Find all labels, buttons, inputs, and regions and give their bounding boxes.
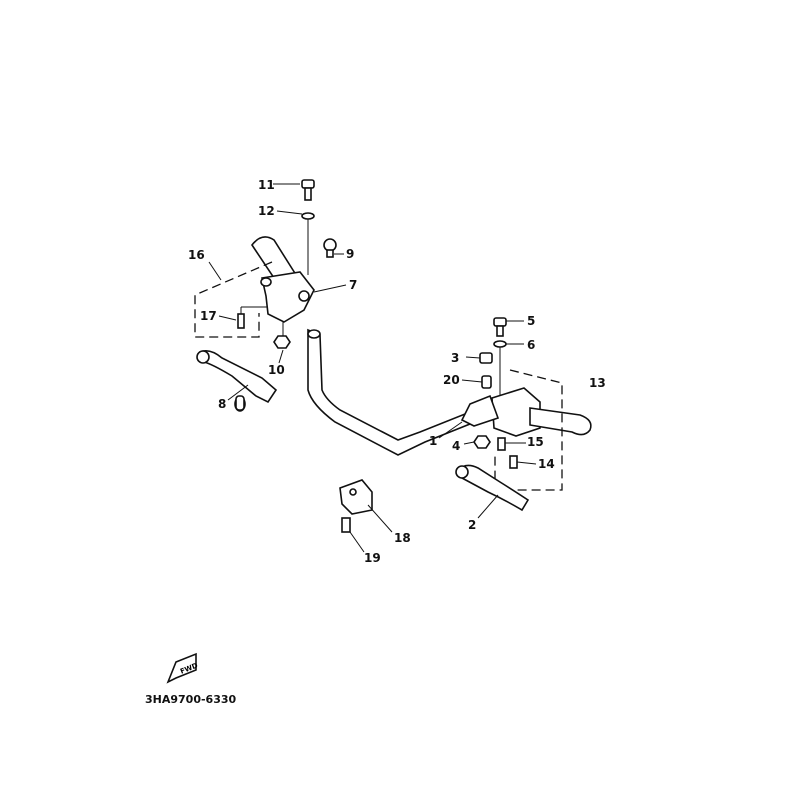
bolt-9	[323, 238, 337, 252]
handlebar-stud	[235, 395, 245, 411]
callout-10: 10	[268, 363, 285, 377]
callout-16: 16	[188, 248, 205, 262]
screw-14	[509, 455, 518, 469]
part-code: 3HA9700-6330	[145, 693, 237, 706]
bolt-11	[301, 179, 315, 189]
nut-4	[473, 435, 491, 449]
right-grip	[529, 407, 592, 436]
callout-6: 6	[527, 338, 535, 352]
bolt-19	[341, 517, 351, 533]
bolt-11-shank	[304, 187, 312, 201]
handlebar	[307, 328, 482, 456]
bolt-5	[493, 317, 507, 327]
callout-18: 18	[394, 531, 411, 545]
callout-14: 14	[538, 457, 555, 471]
screw-15	[497, 437, 506, 451]
callout-11: 11	[258, 178, 275, 192]
callout-4: 4	[452, 439, 460, 453]
brake-lever	[457, 464, 530, 512]
washer-6	[493, 340, 507, 348]
spacer-20	[481, 375, 492, 389]
nut-10	[273, 335, 291, 349]
callout-7: 7	[349, 278, 357, 292]
callout-1: 1	[429, 434, 437, 448]
callout-20: 20	[443, 373, 460, 387]
callout-12: 12	[258, 204, 275, 218]
callout-2: 2	[468, 518, 476, 532]
callout-3: 3	[451, 351, 459, 365]
screw-17	[237, 313, 245, 329]
callout-8: 8	[218, 397, 226, 411]
washer-12	[301, 212, 315, 220]
bolt-3	[479, 352, 493, 364]
callout-9: 9	[346, 247, 354, 261]
callout-5: 5	[527, 314, 535, 328]
callout-17: 17	[200, 309, 217, 323]
handlebar-end	[307, 329, 321, 339]
brake-lever-holder	[460, 394, 500, 427]
clutch-lever	[198, 350, 278, 404]
fwd-arrow-icon: FWD	[166, 652, 199, 684]
callout-15: 15	[527, 435, 544, 449]
clutch-lever-holder	[261, 271, 315, 323]
bracket-18	[339, 479, 373, 515]
leader-lines	[208, 183, 537, 553]
assembly-box-16	[194, 261, 273, 338]
callout-19: 19	[364, 551, 381, 565]
callout-13: 13	[589, 376, 606, 390]
right-switch-housing	[491, 387, 541, 437]
